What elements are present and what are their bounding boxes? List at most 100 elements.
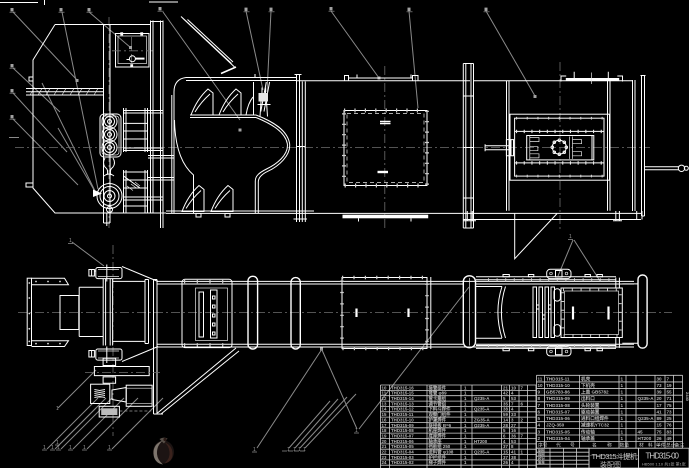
svg-text:驱动装置: 驱动装置	[581, 408, 600, 415]
svg-text:10: 10	[538, 383, 544, 388]
svg-text:1: 1	[253, 447, 256, 453]
svg-text:4: 4	[511, 460, 514, 465]
svg-text:21: 21	[503, 385, 508, 390]
svg-text:THD315-11: THD315-11	[546, 376, 570, 381]
svg-text:底座焊件: 底座焊件	[428, 432, 447, 439]
svg-text:76: 76	[667, 423, 673, 428]
svg-text:1: 1	[56, 406, 59, 412]
svg-text:37: 37	[503, 444, 508, 449]
svg-text:观察门组件: 观察门组件	[429, 411, 452, 418]
svg-text:THD315-04: THD315-04	[546, 436, 570, 441]
svg-text:THD315-09: THD315-09	[391, 423, 414, 428]
svg-text:Q235-A: Q235-A	[474, 423, 490, 428]
svg-text:89: 89	[657, 416, 663, 421]
svg-text:单件: 单件	[656, 441, 666, 448]
svg-text:1: 1	[355, 428, 358, 434]
svg-text:53: 53	[511, 439, 516, 444]
svg-text:轴承座: 轴承座	[429, 438, 443, 445]
svg-text:11: 11	[538, 376, 543, 381]
svg-text:7: 7	[667, 376, 670, 381]
svg-text:1: 1	[464, 417, 467, 422]
svg-text:1: 1	[287, 447, 290, 453]
svg-text:55: 55	[667, 390, 673, 395]
svg-text:THD315-05: THD315-05	[391, 444, 414, 449]
svg-text:管卡箍组: 管卡箍组	[429, 395, 447, 402]
svg-text:19: 19	[382, 433, 387, 438]
svg-text:1: 1	[56, 440, 59, 446]
svg-text:14: 14	[503, 417, 508, 422]
svg-text:联接板 B=6: 联接板 B=6	[429, 422, 452, 429]
svg-text:1: 1	[621, 390, 624, 395]
svg-text:1: 1	[108, 445, 111, 451]
svg-text:1: 1	[464, 391, 467, 396]
svg-text:THD315-10: THD315-10	[546, 383, 570, 388]
svg-text:材: 材	[639, 441, 644, 448]
svg-text:1: 1	[464, 460, 467, 465]
svg-text:33: 33	[511, 412, 516, 417]
svg-text:1: 1	[69, 445, 72, 451]
svg-text:审核: 审核	[538, 460, 545, 465]
svg-text:73: 73	[667, 409, 673, 414]
svg-text:弯管 φ89: 弯管 φ89	[429, 390, 448, 397]
svg-text:1: 1	[464, 433, 467, 438]
svg-text:THD315-12: THD315-12	[391, 407, 414, 412]
svg-text:校对: 校对	[538, 456, 545, 461]
svg-text:17: 17	[382, 423, 387, 428]
svg-text:59: 59	[503, 412, 508, 417]
svg-text:THD315-05: THD315-05	[546, 429, 570, 434]
svg-text:5: 5	[503, 428, 506, 433]
svg-text:14: 14	[382, 407, 387, 412]
svg-text:THD315-06: THD315-06	[391, 439, 414, 444]
svg-text:1: 1	[621, 423, 624, 428]
svg-text:头轮装置: 头轮装置	[581, 402, 600, 409]
svg-text:13: 13	[382, 401, 387, 406]
svg-text:1: 1	[464, 439, 467, 444]
svg-text:1: 1	[51, 445, 54, 451]
svg-text:调节管组: 调节管组	[429, 400, 447, 407]
svg-text:30: 30	[657, 376, 663, 381]
svg-text:JZQ-350: JZQ-350	[546, 423, 565, 428]
svg-text:38: 38	[511, 455, 516, 460]
svg-text:37: 37	[503, 455, 508, 460]
svg-text:称: 称	[607, 441, 612, 448]
svg-text:减速机YTC32: 减速机YTC32	[581, 422, 610, 429]
svg-text:5: 5	[538, 416, 541, 421]
svg-text:THD315-02: THD315-02	[391, 460, 414, 465]
svg-text:7: 7	[511, 401, 514, 406]
svg-text:1: 1	[464, 385, 467, 390]
svg-text:序号: 序号	[538, 441, 548, 448]
svg-text:THD315-13: THD315-13	[391, 401, 414, 406]
svg-text:料: 料	[648, 441, 653, 448]
svg-text:15: 15	[657, 423, 663, 428]
svg-text:45: 45	[638, 429, 644, 434]
svg-text:1: 1	[298, 447, 301, 453]
svg-text:20: 20	[657, 396, 663, 401]
svg-text:装配图: 装配图	[600, 460, 621, 468]
svg-text:8: 8	[511, 444, 514, 449]
svg-text:4: 4	[511, 391, 514, 396]
svg-text:Q235-A: Q235-A	[474, 450, 490, 455]
svg-text:1: 1	[464, 423, 467, 428]
svg-text:1: 1	[464, 428, 467, 433]
svg-text:HT200: HT200	[474, 439, 488, 444]
svg-text:THD315-04: THD315-04	[391, 450, 414, 455]
svg-text:THD315-07: THD315-07	[546, 409, 570, 414]
svg-text:Q235-A: Q235-A	[474, 407, 490, 412]
svg-text:1: 1	[621, 396, 624, 401]
svg-text:39: 39	[657, 390, 663, 395]
svg-text:22: 22	[382, 450, 387, 455]
svg-text:25: 25	[667, 416, 673, 421]
svg-text:1: 1	[303, 447, 306, 453]
svg-text:THD315-09: THD315-09	[546, 396, 570, 401]
svg-text:18: 18	[382, 428, 387, 433]
svg-text:制图: 制图	[538, 448, 545, 453]
svg-text:83: 83	[667, 429, 673, 434]
svg-text:41: 41	[657, 409, 663, 414]
svg-text:描图: 描图	[538, 452, 545, 457]
svg-text:下料斗焊件: 下料斗焊件	[429, 406, 452, 413]
svg-text:1: 1	[569, 234, 572, 240]
svg-text:2: 2	[538, 436, 541, 441]
svg-text:35: 35	[503, 401, 508, 406]
svg-text:进料口组焊件: 进料口组焊件	[581, 415, 609, 422]
svg-text:THD315-14: THD315-14	[391, 396, 414, 401]
